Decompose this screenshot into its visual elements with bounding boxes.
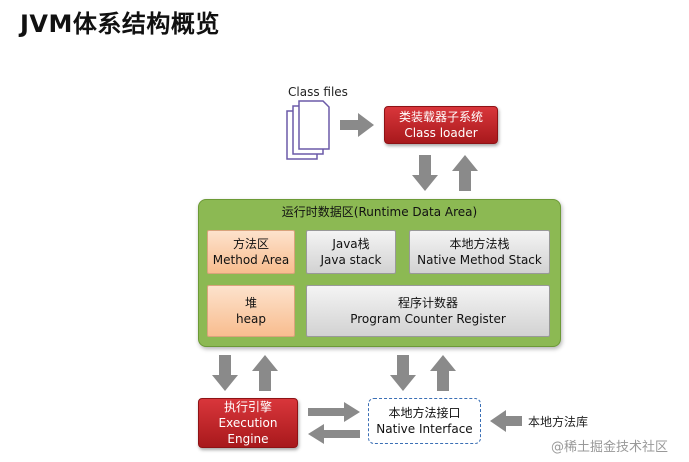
runtime-data-area-title: 运行时数据区(Runtime Data Area) <box>281 205 478 219</box>
program-counter-register-en: Program Counter Register <box>350 312 506 326</box>
execution-engine-en-2: Engine <box>227 432 269 446</box>
native-library-label: 本地方法库 <box>528 415 589 429</box>
arrow-rda-down-to-engine <box>212 355 238 391</box>
watermark: @稀土掘金技术社区 <box>551 440 669 455</box>
arrow-engine-to-interface <box>308 402 360 422</box>
arrow-interface-to-engine <box>308 424 360 444</box>
arrow-rda-down-to-interface <box>390 355 416 391</box>
native-interface-box: 本地方法接口 Native Interface <box>368 398 481 444</box>
arrow-rda-up-to-loader <box>452 155 478 191</box>
heap-box: 堆 heap <box>207 285 295 337</box>
arrow-interface-up-to-rda <box>430 355 456 391</box>
arrow-class-files-to-loader <box>340 113 374 137</box>
method-area-box: 方法区 Method Area <box>207 230 295 274</box>
method-area-zh: 方法区 <box>232 237 269 251</box>
execution-engine-en-1: Execution <box>218 416 278 430</box>
heap-en: heap <box>236 312 266 326</box>
java-stack-en: Java stack <box>320 253 382 267</box>
program-counter-register-box: 程序计数器 Program Counter Register <box>306 285 550 337</box>
native-interface-en: Native Interface <box>376 422 473 436</box>
class-files-label: Class files <box>288 85 348 99</box>
arrow-loader-down-to-rda <box>412 155 438 191</box>
java-stack-box: Java栈 Java stack <box>306 230 396 274</box>
arrow-engine-up-to-rda <box>252 355 278 391</box>
native-method-stack-en: Native Method Stack <box>417 253 542 267</box>
native-method-stack-box: 本地方法栈 Native Method Stack <box>409 230 550 274</box>
native-interface-zh: 本地方法接口 <box>388 406 461 420</box>
java-stack-zh: Java栈 <box>332 237 370 251</box>
class-loader-box: 类装载器子系统 Class loader <box>384 106 498 144</box>
page-title: JVM体系结构概览 <box>20 10 220 38</box>
method-area-en: Method Area <box>212 253 290 267</box>
document-stack-icon <box>286 100 330 160</box>
execution-engine-box: 执行引擎 Execution Engine <box>198 398 298 448</box>
class-loader-en: Class loader <box>404 126 478 140</box>
execution-engine-zh: 执行引擎 <box>223 400 272 414</box>
program-counter-register-zh: 程序计数器 <box>397 296 458 310</box>
native-method-stack-zh: 本地方法栈 <box>449 237 510 251</box>
arrow-library-to-interface <box>490 410 522 432</box>
heap-zh: 堆 <box>244 296 257 310</box>
class-loader-zh: 类装载器子系统 <box>398 110 483 124</box>
